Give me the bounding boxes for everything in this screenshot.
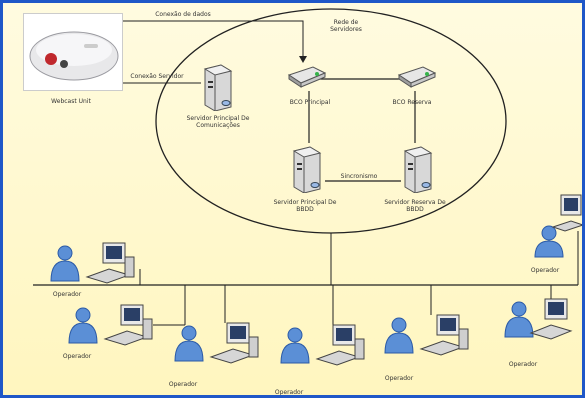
- operator-icon: [277, 321, 373, 371]
- operator-label: Operador: [379, 375, 419, 382]
- server-icon: [288, 145, 324, 193]
- operator-label: Operador: [269, 389, 309, 396]
- alarm-device: [23, 13, 123, 91]
- db-primary: [288, 145, 324, 197]
- db-primary-label: Servidor Principal De BBDD: [265, 199, 345, 213]
- router-icon: [287, 65, 327, 89]
- router-icon: [397, 65, 437, 89]
- operator-station: [65, 301, 161, 355]
- server-main-label: Servidor Principal De Comunicações: [178, 115, 258, 129]
- operator-station: [531, 189, 585, 263]
- router-primary-label: BCO Principal: [285, 99, 335, 106]
- router-backup-label: BCO Reserva: [387, 99, 437, 106]
- operator-station: [171, 319, 267, 373]
- operator-icon: [531, 189, 585, 259]
- operator-label: Operador: [525, 267, 565, 274]
- left-link-label: Conexão Servidor: [127, 73, 187, 80]
- operator-icon: [171, 319, 267, 369]
- router-primary: [287, 65, 327, 93]
- operator-icon: [47, 239, 143, 289]
- operator-icon: [65, 301, 161, 351]
- device-router-link: [121, 21, 303, 61]
- top-link-label: Conexão de dados: [143, 11, 223, 18]
- server-main: [199, 63, 235, 115]
- server-icon: [399, 145, 435, 193]
- db-backup-label: Servidor Reserva De BBDD: [375, 199, 455, 213]
- operator-station: [277, 321, 373, 375]
- ring-title: Rede de Servidores: [321, 19, 371, 33]
- operator-station: [501, 295, 581, 349]
- db-backup: [399, 145, 435, 197]
- alarm-device-icon: [24, 14, 122, 90]
- operator-label: Operador: [503, 361, 543, 368]
- server-icon: [199, 63, 235, 111]
- router-backup: [397, 65, 437, 93]
- operator-icon: [381, 311, 477, 361]
- operator-label: Operador: [47, 291, 87, 298]
- link-arrowhead: [299, 56, 307, 63]
- operator-station: [47, 239, 143, 293]
- operator-label: Operador: [163, 381, 203, 388]
- alarm-device-label: Webcast Unit: [31, 98, 111, 105]
- operator-label: Operador: [57, 353, 97, 360]
- operator-station: [381, 311, 477, 365]
- operator-icon: [501, 295, 581, 345]
- center-link-label: Sincronismo: [339, 173, 379, 180]
